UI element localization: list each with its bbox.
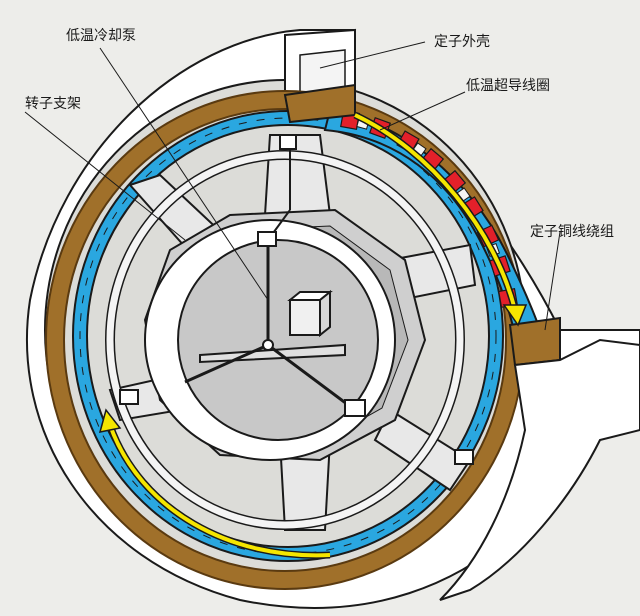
leader-lines bbox=[24, 41, 561, 331]
cut-faces bbox=[283, 83, 561, 367]
cryo-pump bbox=[119, 134, 474, 465]
label-stator-housing: 定子外壳 bbox=[434, 34, 490, 50]
flow-arrows bbox=[98, 111, 528, 559]
label-stator-copper: 定子铜线绕组 bbox=[530, 224, 614, 240]
label-rotor-support: 转子支架 bbox=[25, 96, 81, 112]
label-sc-coil: 低温超导线圈 bbox=[466, 78, 550, 94]
label-cryo-pump: 低温冷却泵 bbox=[66, 28, 136, 44]
shell-lower-right bbox=[439, 338, 640, 601]
inner-ring bbox=[105, 150, 465, 530]
